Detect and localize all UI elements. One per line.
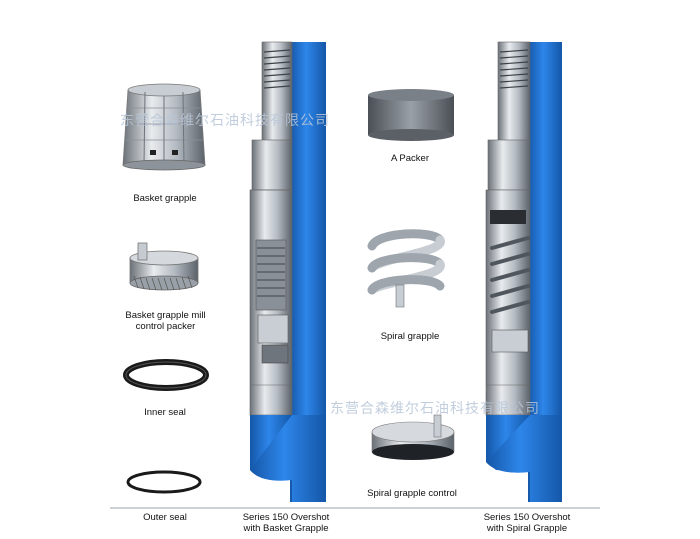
label-overshot-basket-line2: with Basket Grapple	[243, 523, 329, 534]
label-overshot-spiral-line1: Series 150 Overshot	[483, 512, 571, 523]
spiral-grapple-part	[367, 229, 445, 308]
overshot-spiral-grapple-tool	[485, 41, 562, 502]
label-basket-grapple: Basket grapple	[133, 193, 197, 204]
label-mill-control-packer-line2: control packer	[135, 321, 196, 332]
label-a-packer: A Packer	[390, 153, 430, 164]
label-inner-seal: Inner seal	[144, 407, 186, 418]
watermark-bottom: 东营合森维尔石油科技有限公司	[330, 401, 540, 417]
label-overshot-basket-line1: Series 150 Overshot	[242, 512, 330, 523]
spiral-grapple-control-part	[371, 414, 455, 460]
label-mill-control-packer-line1: Basket grapple mill	[125, 310, 206, 321]
label-outer-seal: Outer seal	[143, 512, 187, 523]
a-packer-part	[368, 89, 454, 141]
watermark-top: 东营合森维尔石油科技有限公司	[120, 113, 330, 129]
label-spiral-grapple: Spiral grapple	[380, 331, 440, 342]
outer-seal-part	[126, 470, 202, 494]
label-overshot-spiral-line2: with Spiral Grapple	[486, 523, 568, 534]
label-spiral-grapple-control: Spiral grapple control	[367, 488, 457, 499]
inner-seal-part	[123, 359, 209, 391]
overshot-basket-grapple-tool	[249, 41, 326, 502]
mill-control-packer-part	[129, 242, 199, 291]
basket-grapple-part	[122, 83, 206, 171]
